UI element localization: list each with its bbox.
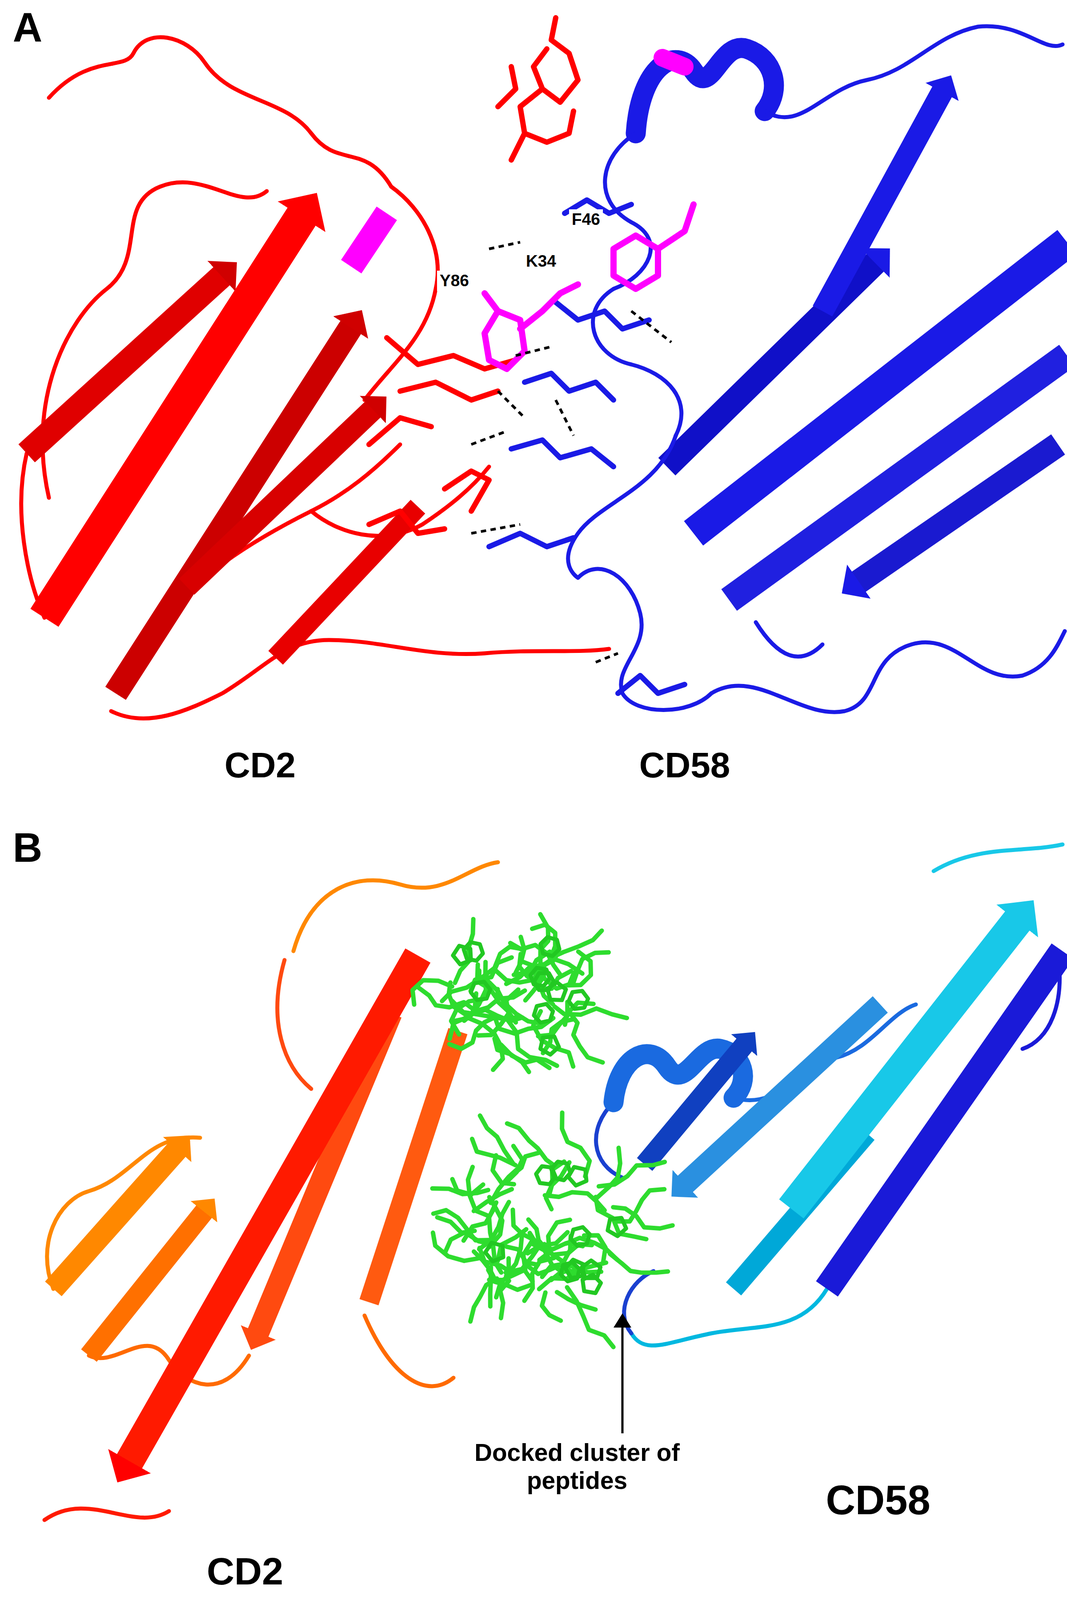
- peptide-stick: [541, 1292, 561, 1321]
- residue-label: F46: [569, 209, 603, 231]
- k34-side-chain: [520, 284, 578, 329]
- peptide-ring: [533, 1004, 554, 1023]
- cd58-strands: [644, 920, 1063, 1290]
- peptide-ring: [453, 946, 471, 965]
- cd58-loops: [596, 844, 1063, 1346]
- protein-label: CD58: [822, 1476, 933, 1526]
- hydrogen-bonds: [471, 242, 672, 663]
- peptide-ring: [568, 1167, 587, 1187]
- peptide-stick: [437, 1217, 475, 1234]
- peptide-stick: [512, 1210, 537, 1242]
- annotation: Docked cluster of peptides: [470, 1439, 684, 1496]
- peptide-stick: [473, 1189, 512, 1212]
- panel-letter: A: [12, 4, 43, 52]
- f46-side-chain: [613, 204, 694, 289]
- peptide-stick: [554, 1006, 627, 1019]
- peptide-stick: [567, 1287, 614, 1348]
- cd58-loops: [568, 26, 1065, 713]
- peptide-stick: [609, 1254, 669, 1274]
- peptide-ring: [570, 1227, 590, 1247]
- cd2-loops: [44, 862, 498, 1521]
- helix-highlight: [662, 57, 685, 67]
- peptide-ring: [540, 1036, 560, 1055]
- panel-b-structure: [44, 844, 1063, 1521]
- peptide-ring: [485, 1243, 504, 1262]
- cd58-strands: [666, 91, 1067, 601]
- cd2-side-chains: [369, 17, 578, 534]
- residue-label: K34: [523, 251, 559, 273]
- peptide-stick: [432, 1188, 488, 1195]
- peptide-ring: [463, 942, 483, 962]
- protein-label: CD2: [221, 744, 299, 787]
- cd2-strands: [26, 213, 418, 694]
- peptide-stick: [567, 951, 592, 986]
- peptide-stick: [493, 1015, 554, 1035]
- peptide-cluster: [412, 914, 673, 1348]
- peptide-ring: [547, 982, 566, 1001]
- peptide-stick: [597, 1148, 621, 1199]
- peptide-ring: [470, 982, 491, 1001]
- peptide-stick: [470, 1279, 498, 1323]
- peptide-ring: [540, 937, 560, 957]
- peptide-ring: [560, 1262, 580, 1282]
- cd58-helix: [635, 48, 775, 134]
- leader-arrow: [621, 1327, 624, 1434]
- peptide-stick: [528, 1219, 547, 1250]
- peptide-stick: [598, 1162, 665, 1187]
- residue-label: Y86: [437, 270, 472, 292]
- peptide-stick: [515, 937, 525, 974]
- panel-letter: B: [12, 824, 43, 872]
- cd2-strands: [53, 955, 458, 1463]
- peptide-ring: [607, 1218, 627, 1237]
- protein-label: CD2: [204, 1548, 286, 1595]
- panel-a-structure: [21, 17, 1067, 719]
- peptide-stick: [505, 1244, 541, 1273]
- peptide-stick: [492, 1155, 514, 1185]
- peptide-stick: [433, 1210, 493, 1241]
- peptide-ring: [568, 991, 589, 1010]
- peptide-ring: [582, 1275, 601, 1294]
- peptide-stick: [507, 1123, 557, 1168]
- peptide-stick: [569, 1012, 603, 1063]
- peptide-stick: [595, 1197, 647, 1240]
- protein-label: CD58: [636, 744, 734, 787]
